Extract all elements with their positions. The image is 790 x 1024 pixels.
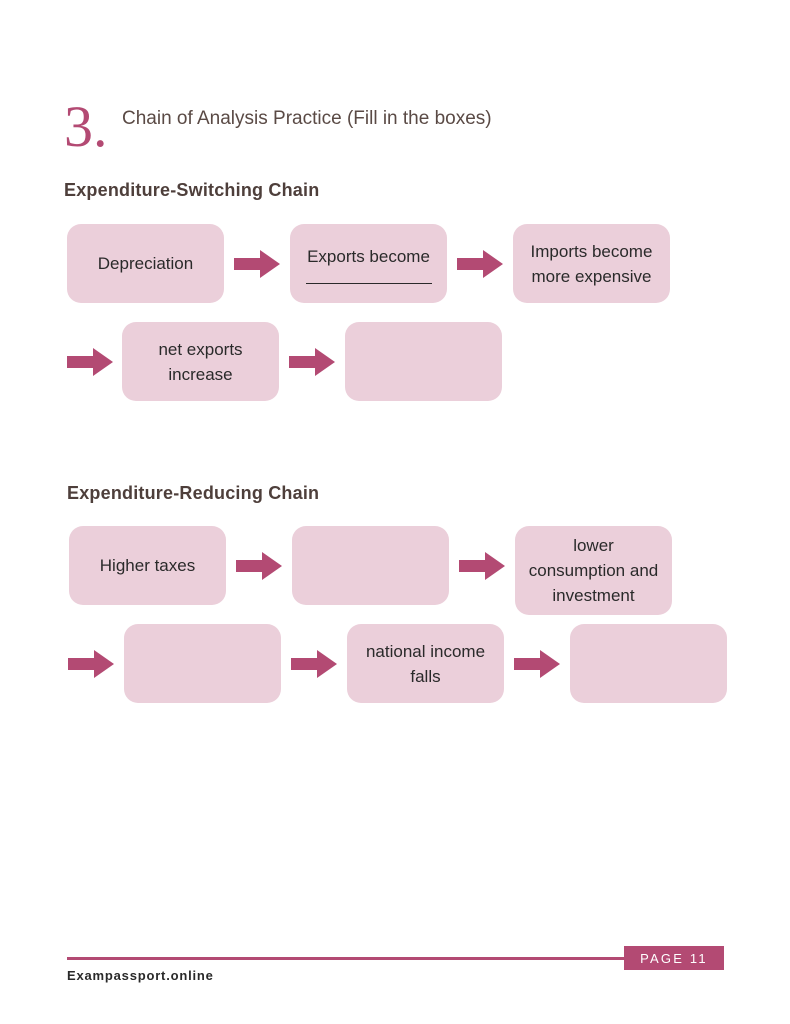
chain-heading-switching: Expenditure-Switching Chain: [64, 180, 320, 200]
chain2-box-1-text: Higher taxes: [99, 556, 196, 575]
section-number: 3.: [64, 94, 108, 159]
arrow-right-icon: [514, 650, 560, 678]
chain2-box-3-text: lower consumption and investment: [528, 536, 659, 605]
chain1-box-2[interactable]: Exports become: [290, 224, 447, 303]
chain2-box-6-empty[interactable]: [570, 624, 727, 703]
arrow-right-icon: [67, 348, 113, 376]
chain1-box-1-text: Depreciation: [97, 254, 194, 273]
arrow-right-icon: [68, 650, 114, 678]
chain1-box-2-text: Exports become: [307, 246, 430, 266]
arrow-right-icon: [289, 348, 335, 376]
footer-site-name: Exampassport.online: [67, 968, 214, 983]
chain1-box-5-empty[interactable]: [345, 322, 502, 401]
page-number-badge: PAGE 11: [624, 946, 724, 970]
chain1-box-3: Imports become more expensive: [513, 224, 670, 303]
chain2-box-2-empty[interactable]: [292, 526, 449, 605]
section-title: Chain of Analysis Practice (Fill in the …: [122, 108, 492, 129]
arrow-right-icon: [234, 250, 280, 278]
footer-divider: [67, 957, 724, 960]
chain1-box-1: Depreciation: [67, 224, 224, 303]
chain2-box-3: lower consumption and investment: [515, 526, 672, 615]
chain1-box-3-text: Imports become more expensive: [530, 241, 653, 286]
arrow-right-icon: [236, 552, 282, 580]
chain1-box-4: net exports increase: [122, 322, 279, 401]
chain2-box-4-empty[interactable]: [124, 624, 281, 703]
arrow-right-icon: [457, 250, 503, 278]
chain-heading-reducing: Expenditure-Reducing Chain: [67, 483, 320, 503]
chain2-box-5: national income falls: [347, 624, 504, 703]
chain2-box-1: Higher taxes: [69, 526, 226, 605]
chain2-box-5-text: national income falls: [365, 641, 486, 686]
chain1-box-4-text: net exports increase: [158, 339, 243, 384]
fill-in-blank[interactable]: [305, 269, 432, 284]
page-number-label: PAGE 11: [640, 950, 708, 966]
arrow-right-icon: [459, 552, 505, 580]
arrow-right-icon: [291, 650, 337, 678]
